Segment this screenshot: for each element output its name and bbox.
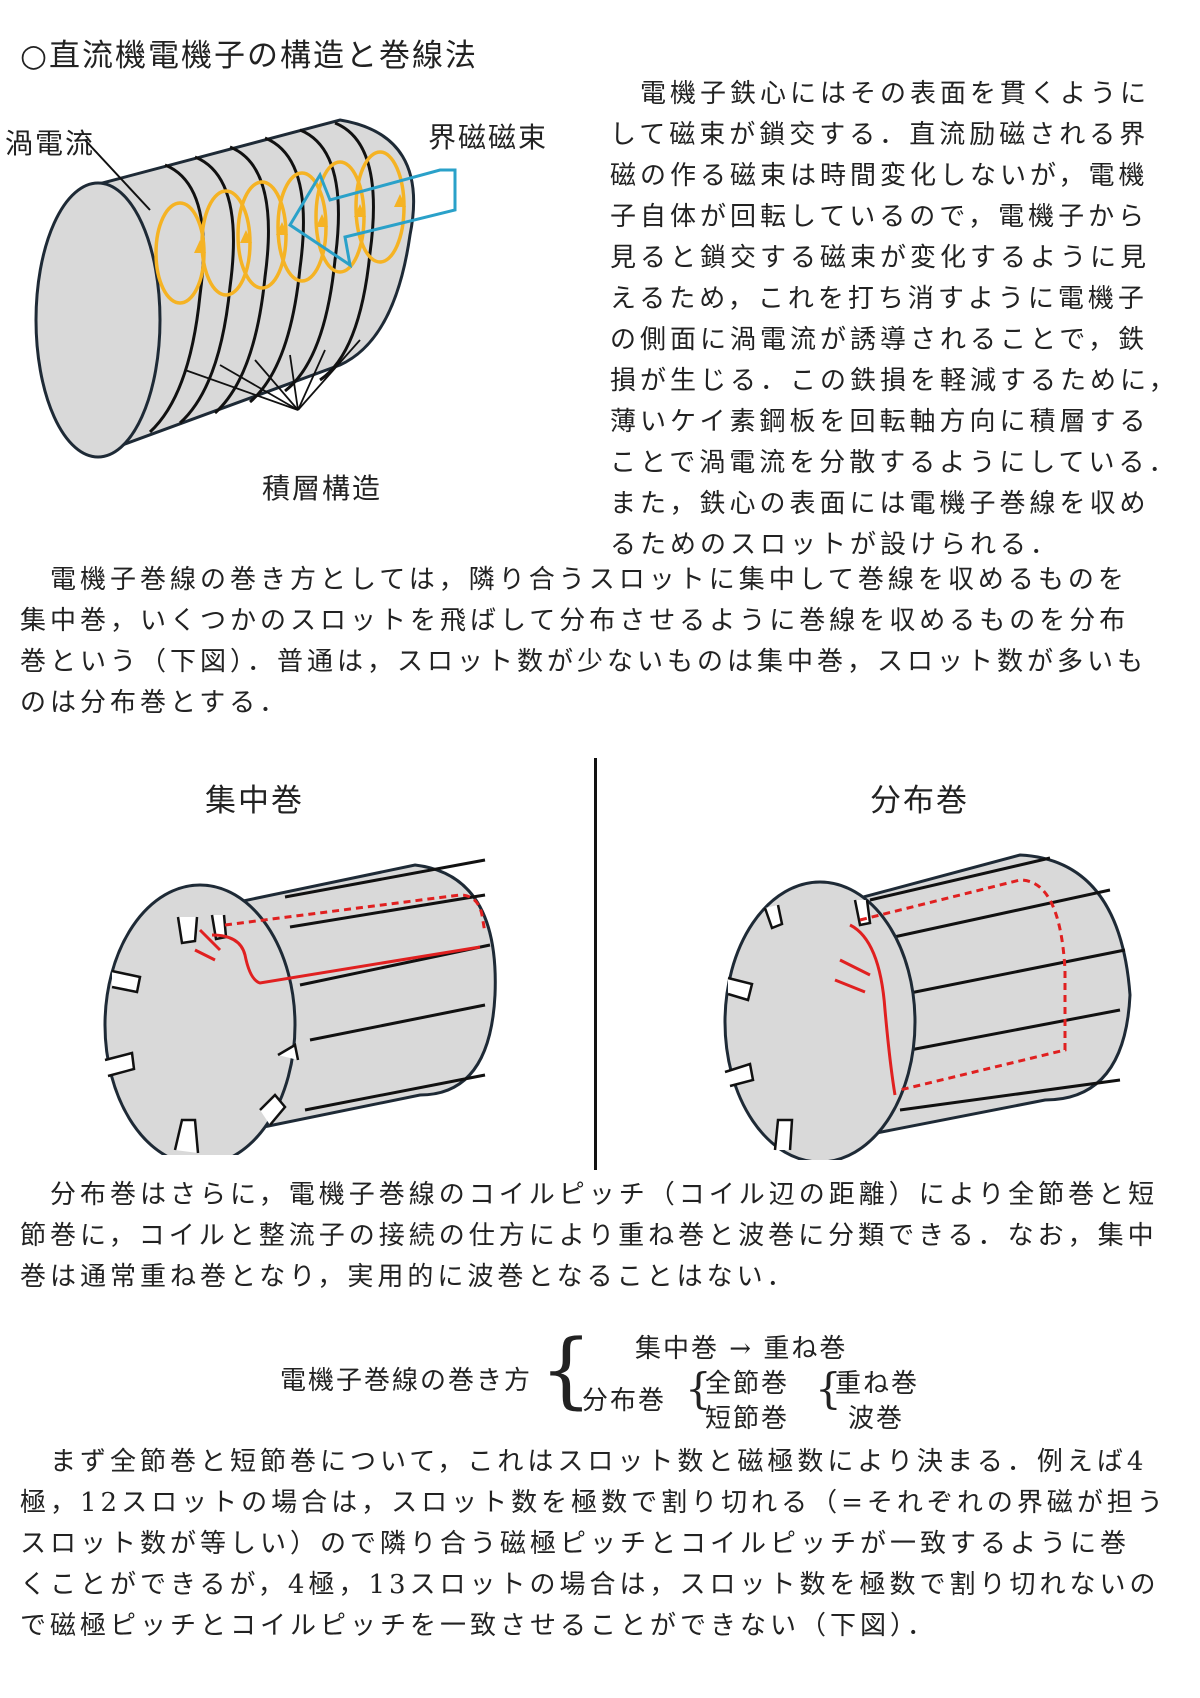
slots [724, 899, 872, 1151]
text-line: 電機子鉄心にはその表面を貫くように [610, 79, 1151, 109]
tree-lap: 重ね巻 [835, 1369, 920, 1399]
text-line: 極，12スロットの場合は，スロット数を極数で割り切れる（=それぞれの界磁が担う [20, 1488, 1167, 1518]
figure-divider [594, 758, 597, 1170]
text-line: また，鉄心の表面には電機子巻線を収め [610, 489, 1150, 519]
text-line: 分布巻はさらに，電機子巻線のコイルピッチ（コイル辺の距離）により全節巻と短 [20, 1180, 1159, 1210]
lamination-leaders [184, 339, 361, 411]
distributed-winding-figure [723, 853, 1132, 1160]
text-line: 電機子巻線の巻き方としては，隣り合うスロットに集中して巻線を収めるものを [20, 565, 1128, 595]
page-title: ○直流機電機子の構造と巻線法 [20, 38, 479, 74]
text-line: 子自体が回転しているので，電機子から [610, 202, 1149, 232]
paragraph-pitch-explanation: まず全節巻と短節巻について，これはスロット数と磁極数により決まる．例えば4 極，… [20, 1442, 1190, 1647]
coil-dashed [859, 878, 1067, 1092]
tree-distributed: 分布巻 [582, 1386, 667, 1416]
tree-full-pitch: 全節巻 [705, 1369, 790, 1399]
label-eddy-current: 渦電流 [5, 127, 96, 160]
field-flux-arrow [287, 168, 457, 269]
paragraph-distributed-classification: 分布巻はさらに，電機子巻線のコイルピッチ（コイル辺の距離）により全節巻と短 節巻… [20, 1175, 1190, 1298]
text-line: 巻という（下図）．普通は，スロット数が少ないものは集中巻，スロット数が多いも [20, 647, 1148, 677]
text-line: ことで渦電流を分散するようにしている． [610, 448, 1179, 478]
drum-face [723, 880, 917, 1160]
brace-icon: { [540, 1323, 595, 1418]
text-line: の側面に渦電流が誘導されることで，鉄 [610, 325, 1149, 355]
concentrated-winding-figure [103, 858, 497, 1155]
label-concentrated-winding: 集中巻 [205, 783, 304, 819]
coil-solid [849, 923, 897, 1096]
lamination-lines [148, 121, 375, 434]
paragraph-core-description: 電機子鉄心にはその表面を貫くように して磁束が鎖交する．直流励磁される界 磁の作… [610, 74, 1190, 566]
slots [104, 914, 300, 1154]
winding-classification-tree: 電機子巻線の巻き方 { 集中巻 → 重ね巻 分布巻 { 全節巻 短節巻 { 重ね… [0, 1330, 1200, 1440]
text-line: スロット数が等しい）ので隣り合う磁極ピッチとコイルピッチが一致するように巻 [20, 1529, 1131, 1559]
text-line: るためのスロットが設けられる． [610, 530, 1061, 560]
label-field-flux: 界磁磁束 [428, 121, 549, 154]
text-line: 巻は通常重ね巻となり，実用的に波巻となることはない． [20, 1262, 797, 1292]
tree-concentrated: 集中巻 → 重ね巻 [635, 1334, 848, 1364]
drum-face [103, 883, 297, 1155]
armature-core-figure [34, 118, 457, 459]
text-line: 損が生じる．この鉄損を軽減するために， [610, 366, 1179, 396]
text-line: くことができるが，4極，13スロットの場合は，スロット数を極数で割り切れないの [20, 1570, 1160, 1600]
paragraph-winding-types: 電機子巻線の巻き方としては，隣り合うスロットに集中して巻線を収めるものを 集中巻… [20, 560, 1190, 724]
text-line: 薄いケイ素鋼板を回転軸方向に積層する [610, 407, 1150, 437]
brace-icon: { [685, 1364, 714, 1413]
label-laminated-structure: 積層構造 [262, 472, 383, 505]
text-line: 磁の作る磁束は時間変化しないが，電機 [610, 161, 1149, 191]
label-distributed-winding: 分布巻 [870, 783, 969, 819]
brace-icon: { [815, 1364, 844, 1413]
tree-short-pitch: 短節巻 [705, 1404, 790, 1434]
tree-root: 電機子巻線の巻き方 [280, 1366, 533, 1396]
coil-solid [211, 933, 481, 985]
text-line: のは分布巻とする． [20, 688, 290, 718]
text-line: 節巻に，コイルと整流子の接続の仕方により重ね巻と波巻に分類できる．なお，集中 [20, 1221, 1158, 1251]
text-line: して磁束が鎖交する．直流励磁される界 [610, 120, 1150, 150]
text-line: 集中巻，いくつかのスロットを飛ばして分布させるように巻線を収めるものを分布 [20, 606, 1130, 636]
coil-dashed [224, 893, 487, 934]
core-front-face [34, 181, 162, 459]
text-line: 見ると鎖交する磁束が変化するように見 [610, 243, 1151, 273]
text-line: まず全節巻と短節巻について，これはスロット数と磁極数により決まる．例えば4 [20, 1447, 1148, 1477]
text-line: えるため，これを打ち消すように電機子 [610, 284, 1148, 314]
tree-wave: 波巻 [848, 1404, 905, 1434]
text-line: で磁極ピッチとコイルピッチを一致させることができない（下図）． [20, 1611, 938, 1641]
